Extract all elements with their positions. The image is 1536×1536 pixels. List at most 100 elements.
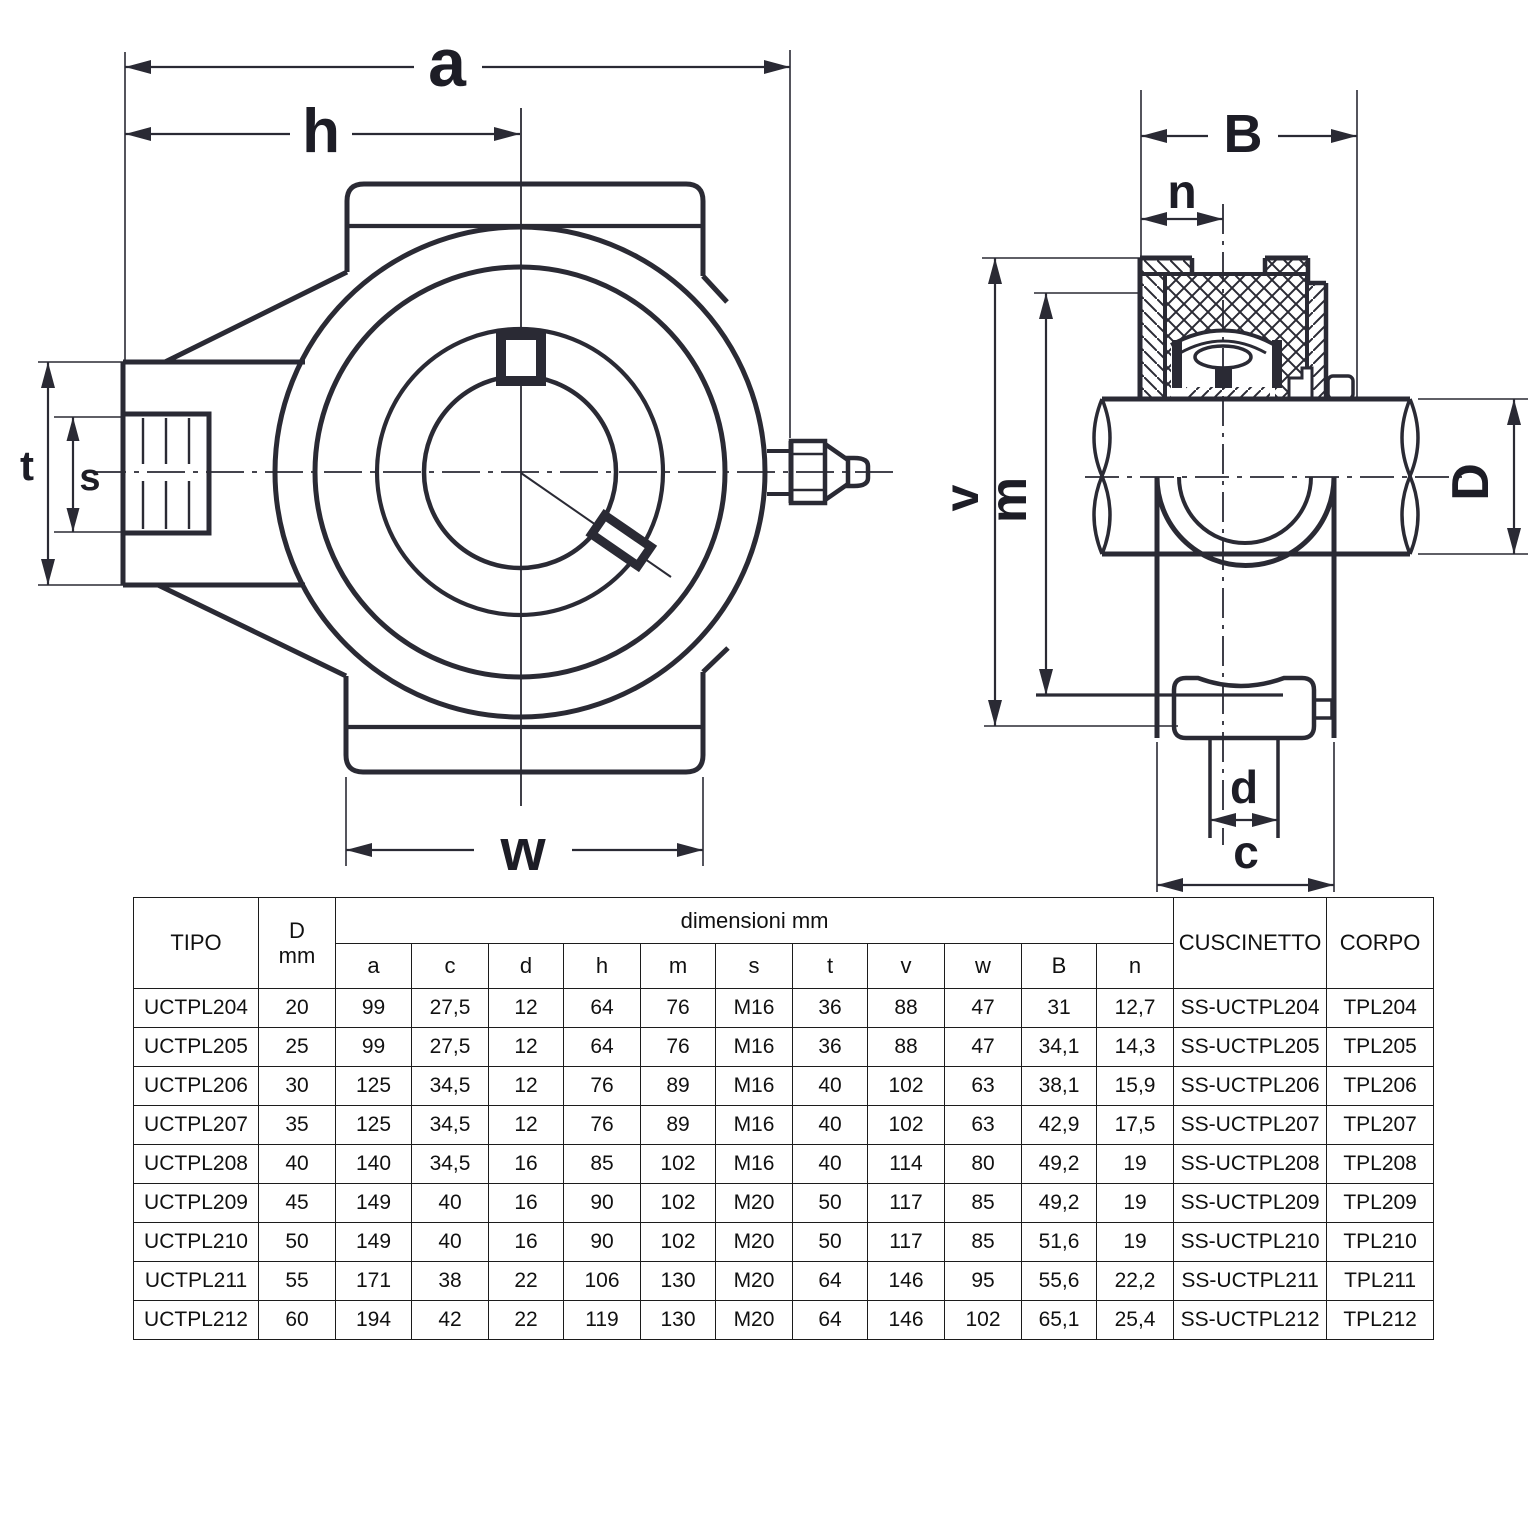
table-cell: 55,6: [1021, 1261, 1097, 1301]
table-cell: 102: [944, 1300, 1022, 1340]
dim-D: D: [1418, 398, 1528, 555]
table-cell: 25,4: [1095, 1300, 1175, 1340]
table-cell: M20: [715, 1261, 793, 1301]
technical-drawing: a h t s: [20, 25, 1528, 892]
table-cell: 85: [563, 1144, 641, 1184]
table-cell: UCTPL204: [133, 988, 259, 1028]
table-cell: TPL208: [1326, 1144, 1435, 1184]
table-cell: 102: [640, 1183, 716, 1223]
table-cell: 64: [792, 1300, 868, 1340]
dim-label-a: a: [428, 25, 467, 101]
col-header-t: t: [792, 943, 868, 989]
table-cell: 55: [258, 1261, 336, 1301]
side-view-slide-block: [1171, 675, 1334, 838]
col-header-corpo: CORPO: [1326, 897, 1435, 989]
table-cell: 85: [944, 1183, 1022, 1223]
dim-label-D: D: [1442, 463, 1500, 501]
dim-t: t: [20, 361, 123, 586]
table-cell: 12: [488, 1105, 564, 1145]
table-cell: 50: [792, 1183, 868, 1223]
table-cell: SS-UCTPL205: [1173, 1027, 1328, 1067]
table-cell: UCTPL212: [133, 1300, 259, 1340]
dim-d: d: [1210, 761, 1278, 827]
table-cell: 14,3: [1095, 1027, 1175, 1067]
dim-B: B: [1140, 90, 1358, 397]
table-cell: 149: [335, 1183, 412, 1223]
col-header-a: a: [335, 943, 412, 989]
side-view-centerlines: [1085, 204, 1462, 845]
dim-label-c: c: [1233, 826, 1259, 878]
table-cell: 95: [944, 1261, 1022, 1301]
table-cell: 38,1: [1021, 1066, 1097, 1106]
table-cell: 20: [258, 988, 336, 1028]
table-cell: 34,1: [1021, 1027, 1097, 1067]
table-cell: 64: [563, 1027, 641, 1067]
table-cell: 50: [792, 1222, 868, 1262]
table-cell: 125: [335, 1105, 412, 1145]
table-cell: 51,6: [1021, 1222, 1097, 1262]
table-cell: 65,1: [1021, 1300, 1097, 1340]
col-header-c: c: [411, 943, 489, 989]
table-cell: TPL206: [1326, 1066, 1435, 1106]
col-header-tipo: TIPO: [133, 897, 259, 989]
table-cell: UCTPL205: [133, 1027, 259, 1067]
table-cell: SS-UCTPL206: [1173, 1066, 1328, 1106]
dim-label-s: s: [79, 457, 100, 499]
table-cell: 36: [792, 988, 868, 1028]
table-cell: SS-UCTPL207: [1173, 1105, 1328, 1145]
dim-n: n: [1141, 166, 1223, 226]
table-cell: 64: [563, 988, 641, 1028]
table-cell: 146: [867, 1261, 945, 1301]
dim-a: a: [124, 25, 791, 438]
table-cell: 114: [867, 1144, 945, 1184]
table-cell: UCTPL206: [133, 1066, 259, 1106]
table-cell: 22: [488, 1300, 564, 1340]
col-header-B: B: [1021, 943, 1097, 989]
table-cell: 27,5: [411, 988, 489, 1028]
front-view-housing-circles: [272, 224, 768, 720]
dimensions-table-container: TIPO D mm dimensioni mm CUSCINETTO CORPO…: [133, 897, 1435, 1340]
table-cell: 64: [792, 1261, 868, 1301]
table-cell: SS-UCTPL209: [1173, 1183, 1328, 1223]
table-cell: 119: [563, 1300, 641, 1340]
col-header-w: w: [944, 943, 1022, 989]
table-cell: SS-UCTPL204: [1173, 988, 1328, 1028]
col-header-s: s: [715, 943, 793, 989]
table-cell: 117: [867, 1183, 945, 1223]
table-cell: 38: [411, 1261, 489, 1301]
table-cell: 15,9: [1095, 1066, 1175, 1106]
table-cell: 90: [563, 1222, 641, 1262]
table-cell: 19: [1095, 1144, 1175, 1184]
col-header-v: v: [867, 943, 945, 989]
dim-w: w: [345, 777, 704, 883]
table-cell: 45: [258, 1183, 336, 1223]
table-cell: TPL209: [1326, 1183, 1435, 1223]
table-cell: M16: [715, 1066, 793, 1106]
table-cell: 12,7: [1095, 988, 1175, 1028]
table-cell: 99: [335, 1027, 412, 1067]
table-cell: 80: [944, 1144, 1022, 1184]
table-cell: SS-UCTPL211: [1173, 1261, 1328, 1301]
table-cell: 30: [258, 1066, 336, 1106]
table-cell: 42: [411, 1300, 489, 1340]
table-cell: 19: [1095, 1183, 1175, 1223]
table-cell: 40: [792, 1144, 868, 1184]
table-cell: 22,2: [1095, 1261, 1175, 1301]
table-cell: 40: [792, 1066, 868, 1106]
table-cell: 42,9: [1021, 1105, 1097, 1145]
table-cell: 125: [335, 1066, 412, 1106]
table-cell: 47: [944, 1027, 1022, 1067]
table-cell: M16: [715, 1027, 793, 1067]
table-cell: 102: [867, 1066, 945, 1106]
table-cell: M20: [715, 1183, 793, 1223]
table-cell: 16: [488, 1183, 564, 1223]
col-header-d-mm: D mm: [258, 897, 336, 989]
dim-s: s: [54, 416, 123, 533]
